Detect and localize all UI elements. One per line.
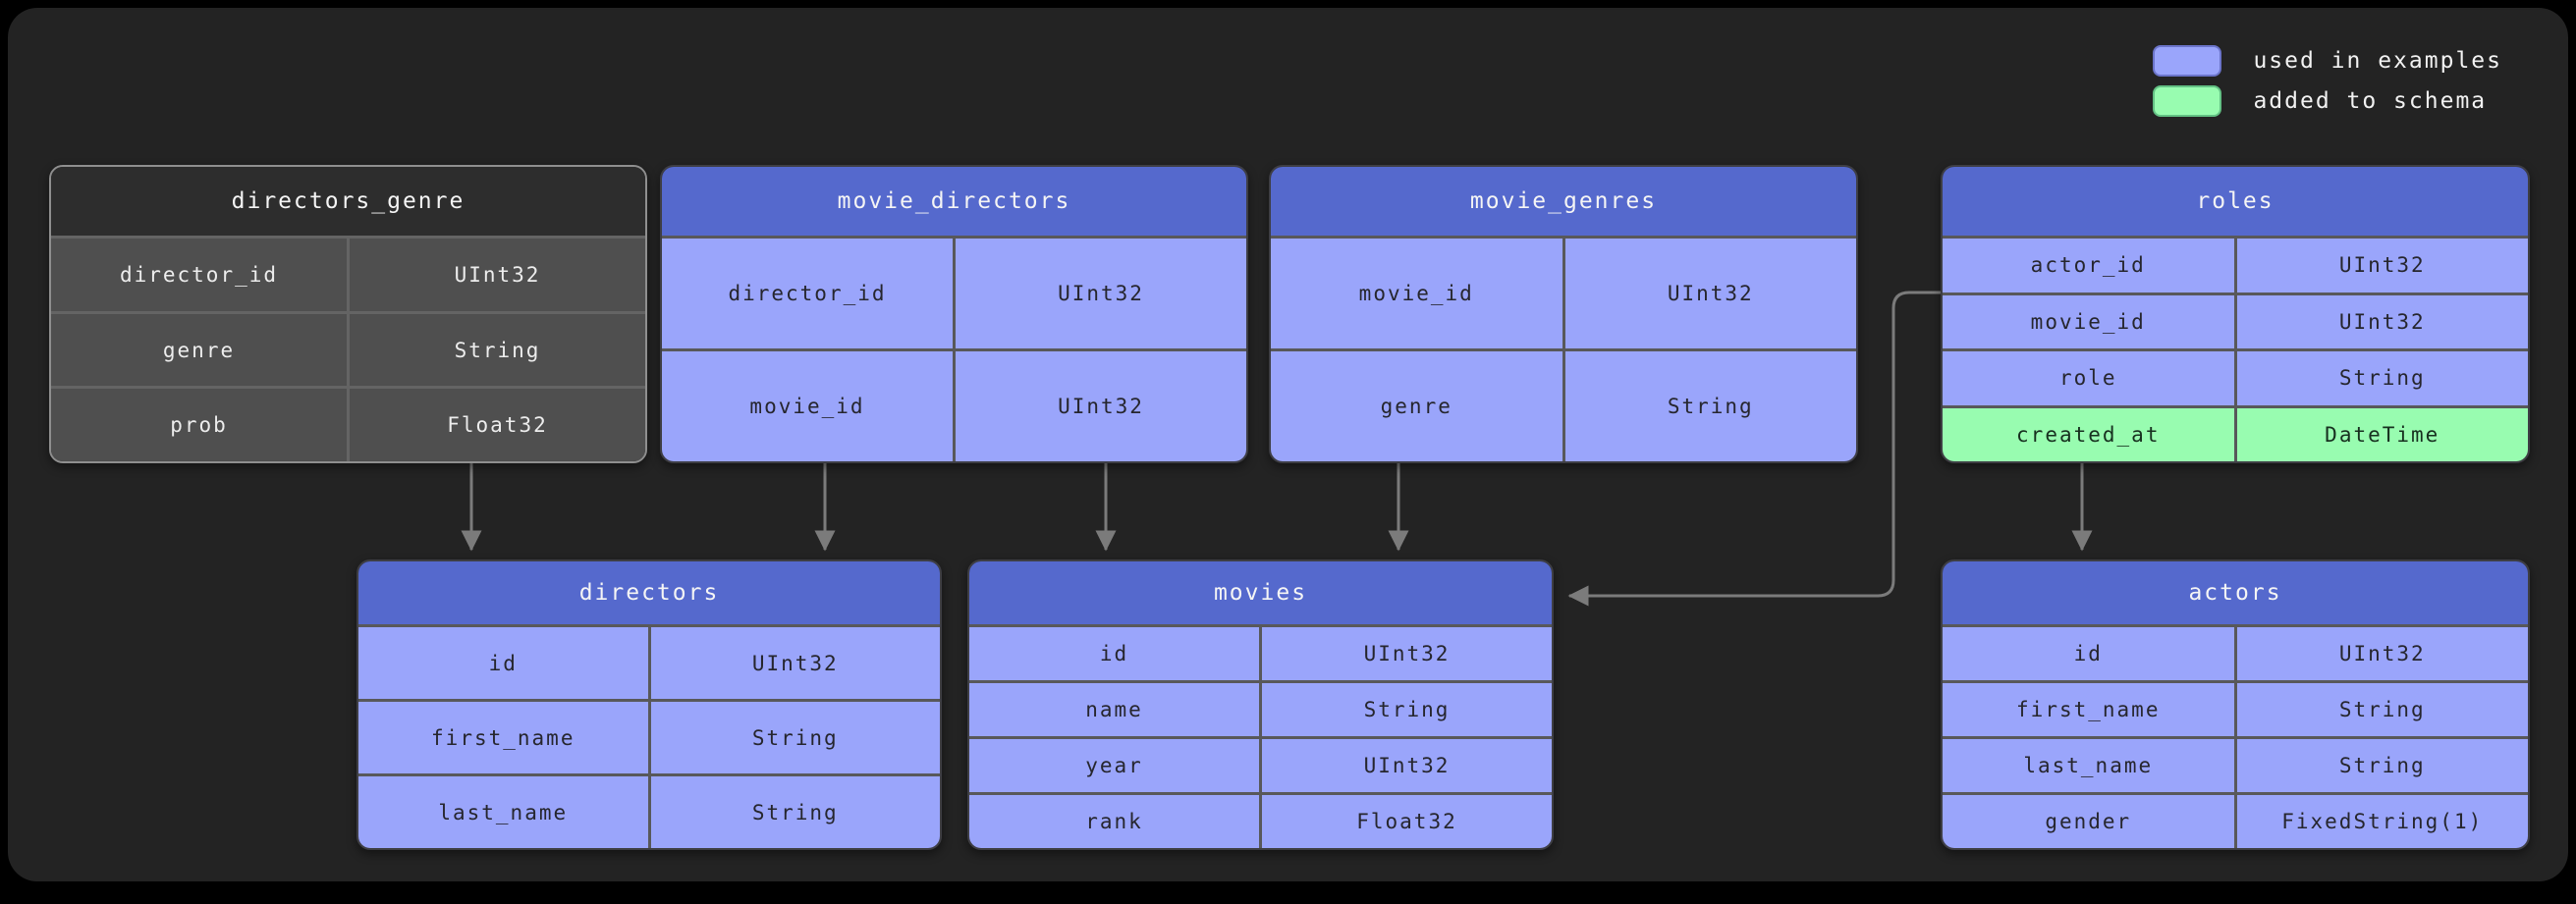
table-row: last_name String xyxy=(358,773,940,848)
column-type: UInt32 xyxy=(2233,294,2528,348)
column-type: UInt32 xyxy=(1259,739,1552,792)
table-row: year UInt32 xyxy=(969,736,1552,792)
table-row: movie_id UInt32 xyxy=(1271,236,1856,348)
column-type: Float32 xyxy=(1259,795,1552,848)
column-type: UInt32 xyxy=(953,351,1246,461)
column-type: String xyxy=(1562,351,1856,461)
legend-item-used-in-examples: used in examples xyxy=(2153,45,2502,77)
column-name: last_name xyxy=(358,776,648,848)
table-row: actor_id UInt32 xyxy=(1943,236,2528,292)
column-name: first_name xyxy=(358,702,648,773)
column-type: String xyxy=(647,776,940,848)
table-title: actors xyxy=(1943,561,2528,624)
table-row: director_id UInt32 xyxy=(51,236,645,311)
column-name: name xyxy=(969,683,1259,736)
column-type: String xyxy=(347,313,645,387)
table-row: last_name String xyxy=(1943,736,2528,792)
table-row: id UInt32 xyxy=(358,624,940,699)
column-name: genre xyxy=(1271,351,1562,461)
legend-swatch-green xyxy=(2153,85,2222,117)
table-row: genre String xyxy=(51,310,645,387)
column-name: id xyxy=(358,627,648,699)
table-row: prob Float32 xyxy=(51,386,645,461)
column-type: UInt32 xyxy=(953,239,1246,348)
table-row: genre String xyxy=(1271,348,1856,461)
table-movie-genres: movie_genres movie_id UInt32 genre Strin… xyxy=(1269,165,1858,463)
table-row: movie_id UInt32 xyxy=(1943,292,2528,348)
table-row: id UInt32 xyxy=(969,624,1552,680)
column-name: prob xyxy=(51,389,347,461)
column-type: String xyxy=(2233,739,2528,792)
table-title: directors_genre xyxy=(51,167,645,236)
column-type: UInt32 xyxy=(1562,239,1856,348)
table-roles: roles actor_id UInt32 movie_id UInt32 ro… xyxy=(1941,165,2530,463)
column-type: UInt32 xyxy=(347,239,645,311)
column-name: director_id xyxy=(51,239,347,311)
table-row: role String xyxy=(1943,348,2528,405)
column-name: director_id xyxy=(662,239,953,348)
table-row-added-to-schema: created_at DateTime xyxy=(1943,404,2528,461)
column-type: UInt32 xyxy=(1259,627,1552,680)
column-name: last_name xyxy=(1943,739,2234,792)
column-type: UInt32 xyxy=(2233,239,2528,292)
table-row: first_name String xyxy=(358,699,940,773)
table-directors: directors id UInt32 first_name String la… xyxy=(356,559,942,850)
table-title: movies xyxy=(969,561,1552,624)
table-title: movie_directors xyxy=(662,167,1246,236)
column-type: String xyxy=(2233,683,2528,736)
table-row: movie_id UInt32 xyxy=(662,348,1246,461)
column-name: created_at xyxy=(1943,407,2234,461)
column-name: genre xyxy=(51,313,347,387)
column-type: UInt32 xyxy=(647,627,940,699)
table-row: director_id UInt32 xyxy=(662,236,1246,348)
column-name: id xyxy=(969,627,1259,680)
table-row: id UInt32 xyxy=(1943,624,2528,680)
table-title: directors xyxy=(358,561,940,624)
column-name: movie_id xyxy=(1943,294,2234,348)
column-type: FixedString(1) xyxy=(2233,795,2528,848)
legend: used in examples added to schema xyxy=(2153,45,2502,117)
column-name: movie_id xyxy=(662,351,953,461)
legend-label: added to schema xyxy=(2253,88,2488,114)
column-name: role xyxy=(1943,351,2234,405)
table-row: name String xyxy=(969,680,1552,736)
column-name: rank xyxy=(969,795,1259,848)
table-title: roles xyxy=(1943,167,2528,236)
column-name: id xyxy=(1943,627,2234,680)
column-type: String xyxy=(2233,351,2528,405)
legend-item-added-to-schema: added to schema xyxy=(2153,85,2502,117)
column-type: String xyxy=(647,702,940,773)
legend-swatch-blue xyxy=(2153,45,2222,77)
column-type: UInt32 xyxy=(2233,627,2528,680)
column-type: Float32 xyxy=(347,389,645,461)
column-name: year xyxy=(969,739,1259,792)
column-name: movie_id xyxy=(1271,239,1562,348)
table-movie-directors: movie_directors director_id UInt32 movie… xyxy=(660,165,1248,463)
column-type: DateTime xyxy=(2233,407,2528,461)
table-directors-genre: directors_genre director_id UInt32 genre… xyxy=(49,165,647,463)
table-row: gender FixedString(1) xyxy=(1943,792,2528,848)
column-name: gender xyxy=(1943,795,2234,848)
column-name: first_name xyxy=(1943,683,2234,736)
table-actors: actors id UInt32 first_name String last_… xyxy=(1941,559,2530,850)
column-name: actor_id xyxy=(1943,239,2234,292)
table-row: rank Float32 xyxy=(969,792,1552,848)
legend-label: used in examples xyxy=(2253,48,2502,74)
table-movies: movies id UInt32 name String year UInt32… xyxy=(967,559,1554,850)
table-title: movie_genres xyxy=(1271,167,1856,236)
table-row: first_name String xyxy=(1943,680,2528,736)
column-type: String xyxy=(1259,683,1552,736)
